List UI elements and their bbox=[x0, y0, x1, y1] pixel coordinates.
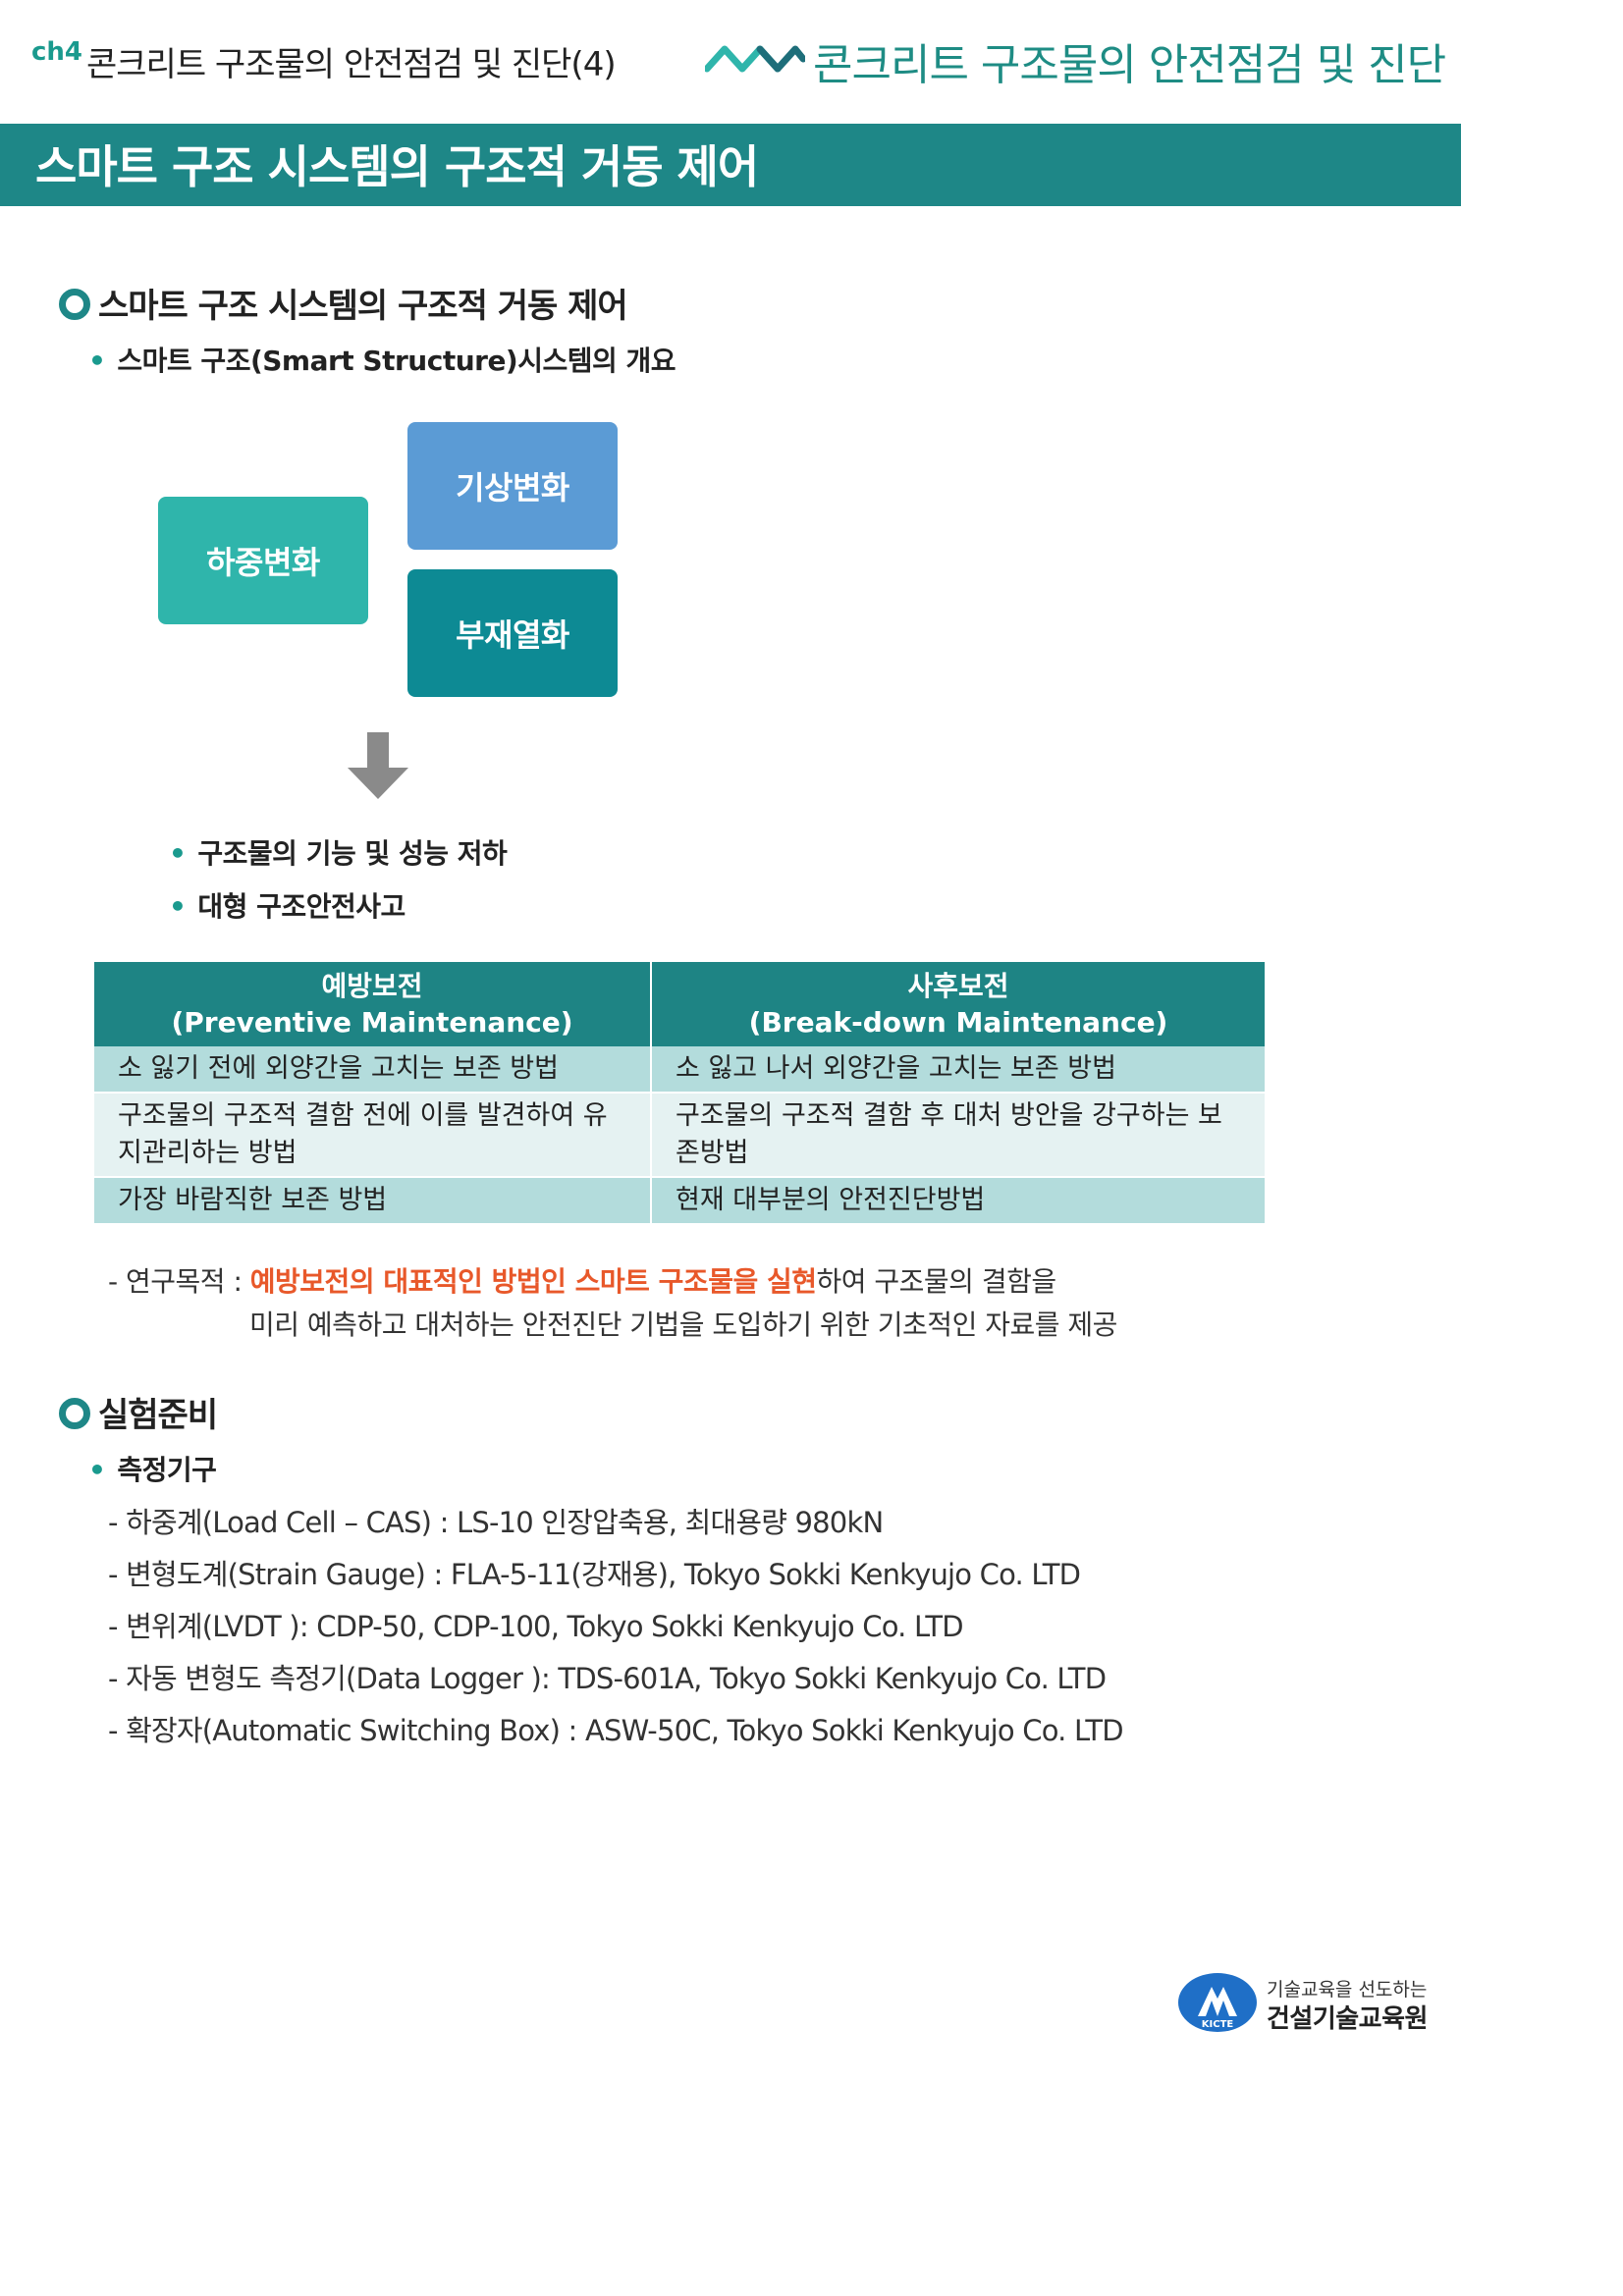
purpose-prefix: - 연구목적 : bbox=[108, 1265, 250, 1298]
diagram-box-degrade: 부재열화 bbox=[407, 569, 618, 697]
arrow-down-icon bbox=[348, 732, 408, 799]
diagram-box-load: 하중변화 bbox=[158, 497, 368, 624]
chapter-number: ch4 bbox=[31, 37, 83, 67]
title-banner bbox=[0, 124, 1461, 206]
table-cell: 가장 바람직한 보존 방법 bbox=[94, 1177, 652, 1225]
purpose-suffix: 하여 구조물의 결함을 bbox=[816, 1265, 1056, 1298]
banner-title: 스마트 구조 시스템의 구조적 거동 제어 bbox=[35, 140, 759, 193]
maintenance-table: 예방보전 (Preventive Maintenance) 사후보전 (Brea… bbox=[94, 962, 1265, 1225]
table-cell: 현재 대부분의 안전진단방법 bbox=[651, 1177, 1265, 1225]
logo-text: KICTE bbox=[1202, 2019, 1234, 2030]
table-row: 구조물의 구조적 결함 전에 이를 발견하여 유지관리하는 방법 구조물의 구조… bbox=[94, 1093, 1265, 1178]
kicte-logo-icon: KICTE bbox=[1178, 1973, 1257, 2032]
purpose-line-2: 미리 예측하고 대처하는 안전진단 기법을 도입하기 위한 기초적인 자료를 제… bbox=[249, 1308, 1117, 1341]
table-cell: 구조물의 구조적 결함 전에 이를 발견하여 유지관리하는 방법 bbox=[94, 1093, 652, 1178]
footer-tagline: 기술교육을 선도하는 bbox=[1267, 1979, 1428, 2001]
instrument-item: - 변위계(LVDT ): CDP-50, CDP-100, Tokyo Sok… bbox=[108, 1610, 964, 1643]
table-cell: 소 잃고 나서 외양간을 고치는 보존 방법 bbox=[651, 1046, 1265, 1094]
instrument-item: - 확장자(Automatic Switching Box) : ASW-50C… bbox=[108, 1714, 1124, 1747]
header-label: 예방보전 bbox=[321, 970, 423, 1002]
instrument-item: - 변형도계(Strain Gauge) : FLA-5-11(강재용), To… bbox=[108, 1558, 1081, 1591]
section-title: 실험준비 bbox=[98, 1396, 218, 1435]
section-ring-icon bbox=[59, 1398, 90, 1429]
table-row: 가장 바람직한 보존 방법 현재 대부분의 안전진단방법 bbox=[94, 1177, 1265, 1225]
table-header-breakdown: 사후보전 (Break-down Maintenance) bbox=[651, 962, 1265, 1046]
section-bullet: 측정기구 bbox=[88, 1449, 217, 1488]
instrument-item: - 자동 변형도 측정기(Data Logger ): TDS-601A, To… bbox=[108, 1662, 1107, 1695]
section-bullet: 스마트 구조(Smart Structure)시스템의 개요 bbox=[88, 340, 676, 379]
footer-org-name: 건설기술교육원 bbox=[1267, 2004, 1428, 2034]
table-header-preventive: 예방보전 (Preventive Maintenance) bbox=[94, 962, 652, 1046]
header-label: 사후보전 bbox=[907, 970, 1009, 1002]
instrument-item: - 하중계(Load Cell – CAS) : LS-10 인장압축용, 최대… bbox=[108, 1506, 884, 1539]
table-cell: 구조물의 구조적 결함 후 대처 방안을 강구하는 보존방법 bbox=[651, 1093, 1265, 1178]
brand-wave-icon bbox=[705, 45, 805, 73]
diagram-box-weather: 기상변화 bbox=[407, 422, 618, 550]
section-title: 스마트 구조 시스템의 구조적 거동 제어 bbox=[98, 287, 628, 326]
chapter-title: 콘크리트 구조물의 안전점검 및 진단(4) bbox=[86, 45, 617, 84]
header-sublabel: (Break-down Maintenance) bbox=[748, 1006, 1168, 1039]
result-item: 대형 구조안전사고 bbox=[169, 885, 406, 925]
table-cell: 소 잃기 전에 외양간을 고치는 보존 방법 bbox=[94, 1046, 652, 1094]
purpose-highlight: 예방보전의 대표적인 방법인 스마트 구조물을 실현 bbox=[249, 1265, 817, 1298]
result-item: 구조물의 기능 및 성능 저하 bbox=[169, 832, 507, 872]
brand-title: 콘크리트 구조물의 안전점검 및 진단 bbox=[813, 40, 1446, 90]
table-row: 소 잃기 전에 외양간을 고치는 보존 방법 소 잃고 나서 외양간을 고치는 … bbox=[94, 1046, 1265, 1094]
section-ring-icon bbox=[59, 289, 90, 320]
purpose-line: - 연구목적 : 예방보전의 대표적인 방법인 스마트 구조물을 실현하여 구조… bbox=[108, 1260, 1056, 1300]
header-sublabel: (Preventive Maintenance) bbox=[171, 1006, 573, 1039]
